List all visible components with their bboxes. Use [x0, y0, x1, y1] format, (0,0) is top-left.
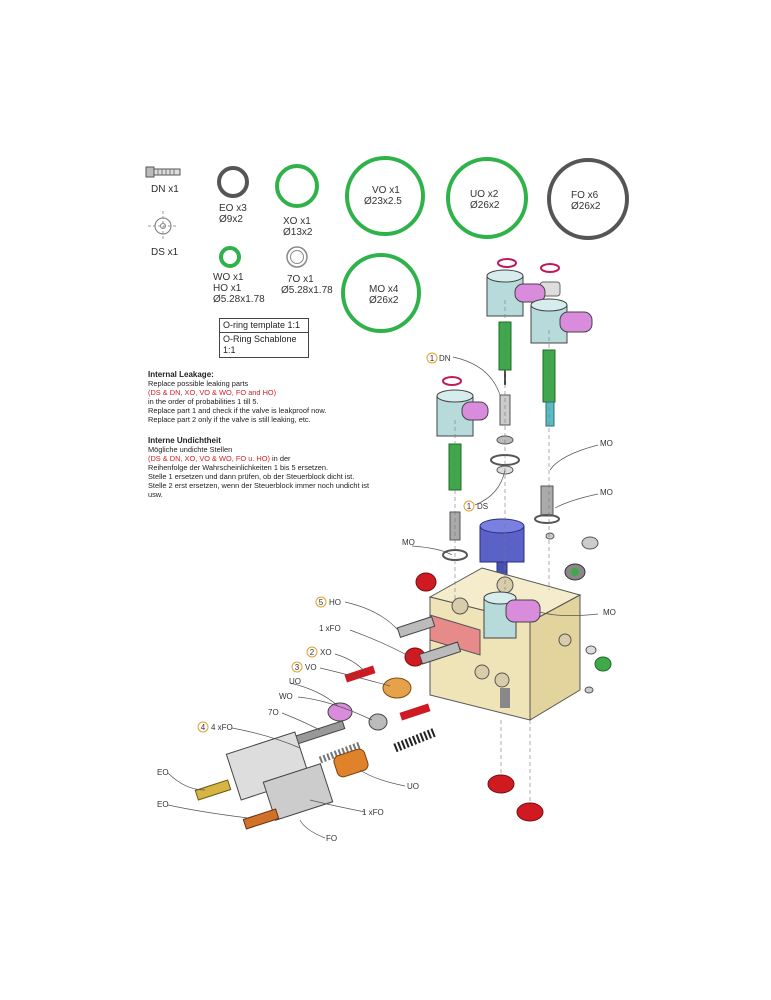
main-valve-block [428, 567, 582, 721]
xo-size: Ø13x2 [283, 227, 313, 238]
callout-number-1b: 1 [467, 502, 472, 511]
callout-wo: WO [279, 692, 293, 701]
notes-de-line5: Stelle 2 erst ersetzen, wenn der Steuerb… [148, 481, 370, 490]
callout-eo-1: EO [157, 768, 169, 777]
template-label-de: O-Ring Schablone 1:1 [220, 332, 308, 356]
vo-ring-icon [345, 156, 425, 236]
callout-mo-4: MO [603, 608, 616, 617]
callout-fo-3: FO [326, 834, 337, 843]
axis-lines [454, 300, 550, 802]
notes-de-line1: Mögliche undichte Stellen [148, 445, 233, 454]
callout-mo-1: MO [600, 439, 613, 448]
seven-o-label: 7O x1 Ø5.28x1.78 [281, 274, 333, 296]
callout-numbers: 1 1 5 2 3 4 [197, 352, 475, 733]
callout-uo-2: UO [407, 782, 419, 791]
uo-label: UO x2 Ø26x2 [470, 189, 499, 211]
template-label-en: O-ring template 1:1 [223, 320, 301, 330]
uo-ring-icon [446, 157, 528, 239]
callout-ds: DS [477, 502, 488, 511]
vo-qty: VO x1 [372, 185, 400, 196]
fo-ring-icon [547, 158, 629, 240]
dn-label: DN x1 [151, 184, 179, 195]
callout-mo-3: MO [402, 538, 415, 547]
eo-size: Ø9x2 [219, 214, 243, 225]
seven-o-ring-inner [290, 250, 304, 264]
callout-number-5: 5 [319, 598, 324, 607]
wo-label: WO x1 HO x1 Ø5.28x1.78 [213, 272, 265, 305]
callout-number-2: 2 [310, 648, 315, 657]
callout-vo: VO [305, 663, 317, 672]
xo-ring-icon [275, 164, 319, 208]
upper-right-cartridges [486, 258, 593, 427]
notes-en-line1: Replace possible leaking parts [148, 379, 249, 388]
ds-label: DS x1 [151, 247, 179, 258]
notes-de-line3: Reihenfolge der Wahrscheinlichkeiten 1 b… [148, 463, 329, 472]
fo-size: Ø26x2 [571, 201, 601, 212]
notes-english: Internal Leakage: Replace possible leaki… [148, 370, 326, 424]
wo-size: Ø5.28x1.78 [213, 294, 265, 305]
callout-ho: HO [329, 598, 341, 607]
left-spool-parts [194, 616, 462, 830]
notes-en-heading: Internal Leakage: [148, 370, 214, 379]
wo-ring-icon [219, 246, 241, 268]
callout-mo-2: MO [600, 488, 613, 497]
blue-cap [479, 518, 525, 577]
ho-qty: HO x1 [213, 283, 242, 294]
callout-fo-2: 1 xFO [362, 808, 384, 817]
seven-o-ring-icon [286, 246, 308, 268]
mo-label: MO x4 Ø26x2 [369, 284, 398, 306]
uo-qty: UO x2 [470, 189, 499, 200]
xo-qty: XO x1 [283, 216, 311, 227]
ds-crosshair-icon [148, 211, 178, 241]
dn-screw-icon [145, 166, 181, 178]
seven-o-size: Ø5.28x1.78 [281, 285, 333, 296]
callout-7o: 7O [268, 708, 279, 717]
notes-de-heading: Interne Undichtheit [148, 436, 221, 445]
notes-en-line3: in the order of probabilities 1 till 5. [148, 397, 259, 406]
callout-eo-2: EO [157, 800, 169, 809]
callout-number-1a: 1 [430, 354, 435, 363]
notes-de-line4: Stelle 1 ersetzen und dann prüfen, ob de… [148, 472, 355, 481]
vo-size: Ø23x2.5 [364, 196, 402, 207]
red-plugs [344, 572, 544, 822]
wo-qty: WO x1 [213, 272, 244, 283]
seven-o-qty: 7O x1 [287, 274, 314, 285]
uo-size: Ø26x2 [470, 200, 500, 211]
xo-label: XO x1 Ø13x2 [283, 216, 312, 238]
notes-de-line2-wrap: (DS & DN, XO, VO & WO, FO u. HO) in der [148, 454, 369, 463]
notes-de-line2b: in der [269, 454, 291, 463]
callout-number-3: 3 [295, 663, 300, 672]
notes-en-line4: Replace part 1 and check if the valve is… [148, 406, 327, 415]
callout-labels: DN DS MO MO MO MO HO 1 xFO XO VO UO WO 7… [157, 354, 616, 843]
mo-qty: MO x4 [369, 284, 399, 295]
callout-number-4: 4 [201, 723, 206, 732]
mo-size: Ø26x2 [369, 295, 399, 306]
eo-label: EO x3 Ø9x2 [219, 203, 247, 225]
callout-fo-1: 1 xFO [319, 624, 341, 633]
notes-german: Interne Undichtheit Mögliche undichte St… [148, 436, 369, 499]
right-side-parts [545, 532, 612, 694]
eo-ring-icon [217, 166, 249, 198]
oring-template-box: O-ring template 1:1 O-Ring Schablone 1:1 [219, 318, 309, 358]
dn-ds-stack [490, 394, 560, 524]
callout-xo: XO [320, 648, 332, 657]
notes-en-line2: (DS & DN, XO, VO & WO, FO and HO) [148, 388, 277, 397]
eo-qty: EO x3 [219, 203, 247, 214]
fo-qty: FO x6 [571, 190, 599, 201]
leader-lines [167, 356, 599, 839]
mo-ring-icon [341, 253, 421, 333]
callout-dn: DN [439, 354, 451, 363]
vo-label: VO x1 Ø23x2.5 [364, 185, 402, 207]
callout-uo-1: UO [289, 677, 301, 686]
notes-en-line5: Replace part 2 only if the valve is stil… [148, 415, 311, 424]
fo-label: FO x6 Ø26x2 [571, 190, 600, 212]
callout-fo-4: 4 xFO [211, 723, 233, 732]
notes-de-line6: usw. [148, 490, 163, 499]
notes-de-line2: (DS & DN, XO, VO & WO, FO u. HO) [148, 454, 270, 463]
